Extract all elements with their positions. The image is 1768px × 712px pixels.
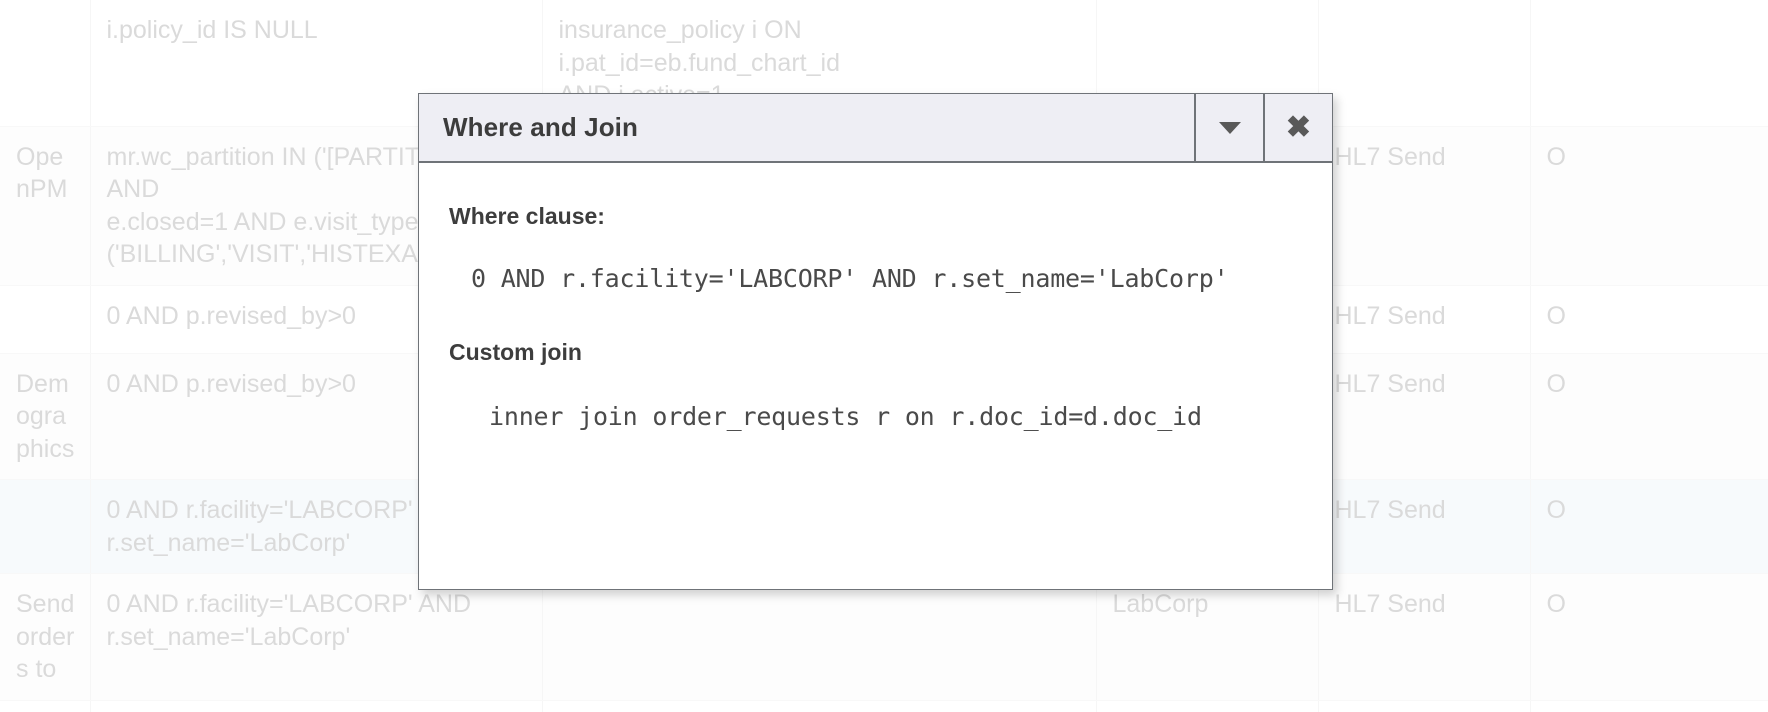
- table-cell-extra: O: [1530, 479, 1768, 574]
- table-cell-action: HL7 Send: [1318, 573, 1531, 701]
- table-cell-system: [0, 479, 91, 574]
- table-cell-system: OpenPM: [0, 126, 91, 286]
- chevron-down-icon: [1218, 121, 1241, 134]
- table-cell-where_clause: 0 AND r.facility='EPIC_BEAKER': [90, 700, 543, 712]
- dialog-title: Where and Join: [443, 112, 638, 142]
- table-cell-system: Send orders to: [0, 573, 91, 701]
- custom-join-label: Custom join: [449, 339, 582, 365]
- table-cell-extra: O: [1530, 353, 1768, 480]
- table-cell-source: LabCorp: [1096, 573, 1319, 701]
- table-cell-action: HL7 Send: [1318, 479, 1531, 574]
- table-cell-extra: O: [1530, 573, 1768, 701]
- table-cell-action: HL7 Send: [1318, 285, 1531, 354]
- where-and-join-dialog: Where and Join ✖ Where clause: 0 AND r.f…: [418, 93, 1333, 590]
- table-cell-action: HL7 Send: [1318, 353, 1531, 480]
- table-cell-join_clause: [542, 700, 1097, 712]
- table-cell-where_clause: 0 AND r.facility='LABCORP' AND r.set_nam…: [90, 573, 543, 701]
- custom-join-value: inner join order_requests r on r.doc_id=…: [489, 402, 1202, 431]
- where-clause-value: 0 AND r.facility='LABCORP' AND r.set_nam…: [471, 264, 1229, 293]
- table-cell-system: [0, 0, 91, 127]
- table-cell-extra: O: [1530, 126, 1768, 286]
- table-row[interactable]: Epic0 AND r.facility='EPIC_BEAKER' Epic B…: [0, 700, 1768, 712]
- where-clause-label: Where clause:: [449, 203, 605, 229]
- table-cell-system: Demographics: [0, 353, 91, 480]
- table-cell-action: [1318, 0, 1531, 127]
- dialog-dropdown-button[interactable]: [1194, 94, 1263, 161]
- dialog-body: Where clause: 0 AND r.facility='LABCORP'…: [419, 163, 1332, 589]
- table-cell-join_clause: [542, 573, 1097, 701]
- table-cell-extra: O: [1530, 700, 1768, 712]
- dialog-close-button[interactable]: ✖: [1263, 94, 1332, 161]
- dialog-header[interactable]: Where and Join ✖: [419, 94, 1332, 163]
- table-cell-action: HL7 Send: [1318, 126, 1531, 286]
- table-cell-system: [0, 285, 91, 354]
- table-cell-action: HL7 Send: [1318, 700, 1531, 712]
- close-icon: ✖: [1285, 110, 1312, 144]
- table-cell-system: Epic: [0, 700, 91, 712]
- table-cell-extra: O: [1530, 285, 1768, 354]
- table-cell-source: Epic Beaker: [1096, 700, 1319, 712]
- table-cell-extra: [1530, 0, 1768, 127]
